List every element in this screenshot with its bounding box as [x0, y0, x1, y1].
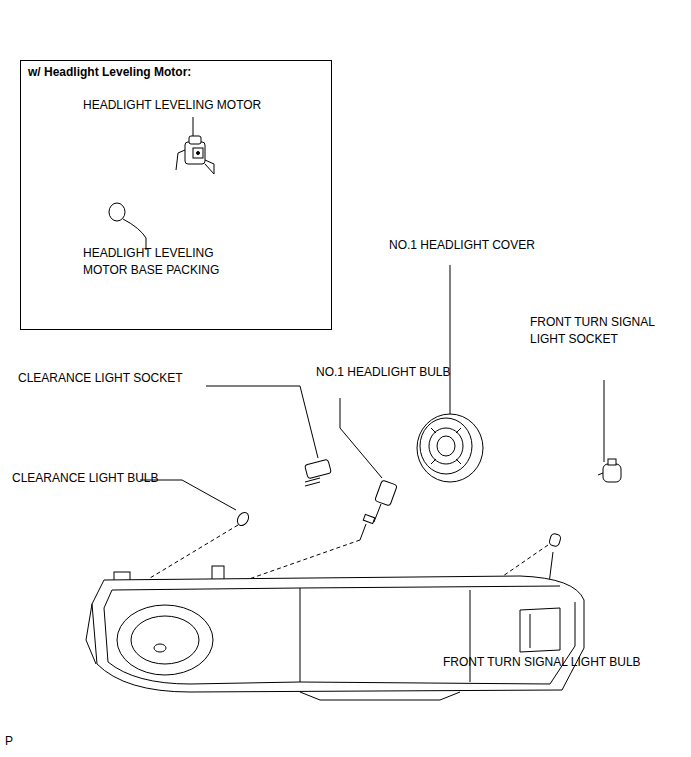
headlight-housing-figure: [86, 566, 584, 700]
clearance-socket-figure: [206, 386, 331, 486]
part-name: FRONT TURN SIGNAL LIGHT SOCKET: [530, 314, 680, 348]
part-name: HEADLIGHT LEVELING MOTOR BASE PACKING: [83, 245, 258, 279]
option-box: w/ Headlight Leveling Motor: HEADLIGHT LE…: [20, 60, 332, 330]
part-name: NO.1 HEADLIGHT BULB: [316, 364, 516, 381]
part-name: NO.1 HEADLIGHT COVER: [389, 237, 589, 254]
packing-figure: [109, 203, 146, 250]
part-name: CLEARANCE LIGHT SOCKET: [18, 370, 208, 387]
box-heading: w/ Headlight Leveling Motor:: [28, 64, 318, 81]
headlight-bulb-figure: [340, 398, 397, 540]
leveling-motor-figure: [176, 117, 214, 174]
part-name: FRONT TURN SIGNAL LIGHT BULB: [443, 654, 683, 671]
part-name: CLEARANCE LIGHT BULB: [12, 470, 202, 487]
part-name: HEADLIGHT LEVELING MOTOR: [83, 97, 323, 114]
figure-code: P: [5, 733, 25, 750]
clearance-bulb-figure: [140, 480, 251, 528]
turn-socket-figure: [598, 380, 621, 482]
